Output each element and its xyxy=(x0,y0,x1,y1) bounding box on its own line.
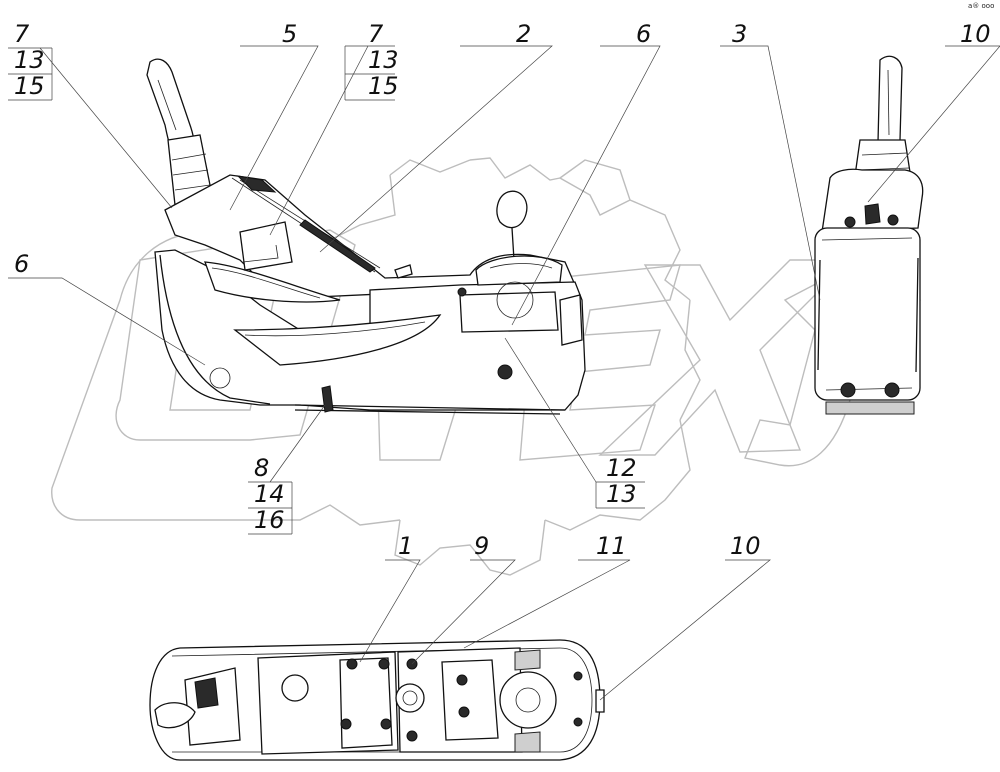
corner-mark: a® ooo xyxy=(968,2,994,10)
callout-13-left: 13 xyxy=(14,46,45,74)
callout-7-left: 7 xyxy=(14,20,30,48)
callout-13-mid: 13 xyxy=(368,46,399,74)
side-view-assembly xyxy=(146,58,586,415)
callout-7-mid: 7 xyxy=(368,20,384,48)
top-view-assembly xyxy=(149,639,605,761)
callout-5: 5 xyxy=(282,20,297,48)
callout-15-mid: 15 xyxy=(368,72,399,100)
callout-3: 3 xyxy=(732,20,747,48)
callout-6-top: 6 xyxy=(636,20,651,48)
end-view-assembly xyxy=(814,55,924,415)
callout-14: 14 xyxy=(254,480,285,508)
callout-11: 11 xyxy=(596,532,627,560)
callout-9: 9 xyxy=(474,532,489,560)
callout-8: 8 xyxy=(254,454,269,482)
callout-13-low: 13 xyxy=(606,480,637,508)
callout-16: 16 xyxy=(254,506,285,534)
callout-15-left: 15 xyxy=(14,72,45,100)
callout-2: 2 xyxy=(516,20,531,48)
callout-labels: 7 13 15 5 7 13 15 2 6 3 10 6 8 14 16 12 … xyxy=(14,20,991,560)
callout-1: 1 xyxy=(398,532,413,560)
callout-6-left: 6 xyxy=(14,250,29,278)
callout-12: 12 xyxy=(606,454,637,482)
callout-10-bottom: 10 xyxy=(730,532,761,560)
callout-10-right: 10 xyxy=(960,20,991,48)
leader-lines xyxy=(8,45,1000,701)
